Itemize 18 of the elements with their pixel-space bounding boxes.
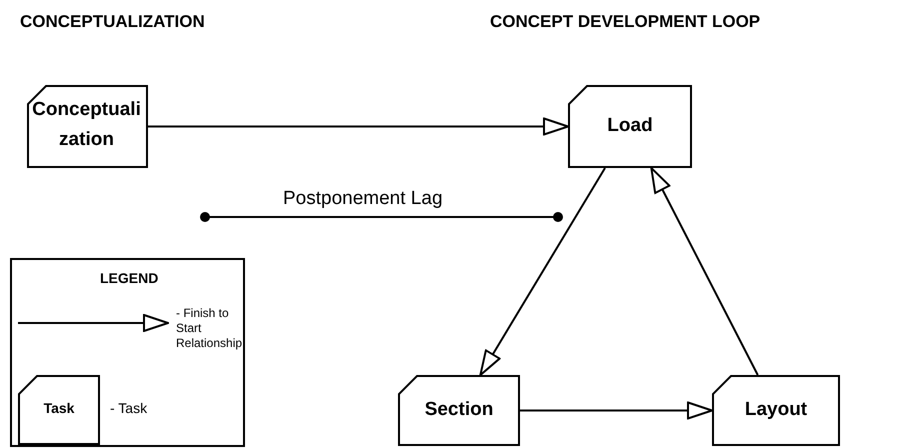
- task-box: [712, 375, 840, 446]
- section-heading: CONCEPTUALIZATION: [20, 12, 205, 32]
- task-label: Load: [606, 114, 654, 136]
- legend-title: LEGEND: [100, 270, 158, 286]
- task-box: [27, 85, 148, 168]
- task-label: Conceptualization: [31, 98, 142, 152]
- section-heading: CONCEPT DEVELOPMENT LOOP: [490, 12, 760, 32]
- arrow: [650, 167, 759, 376]
- arrow: [148, 118, 569, 136]
- task-label: Layout: [744, 398, 808, 420]
- legend-text: - Task: [110, 400, 148, 416]
- task-label: Section: [424, 398, 494, 420]
- arrow: [479, 167, 606, 376]
- sample-label: Task: [42, 400, 76, 416]
- task-box: [398, 375, 520, 446]
- task-box: [568, 85, 692, 168]
- arrow: [520, 402, 713, 420]
- lag-label: Postponement Lag: [283, 188, 443, 210]
